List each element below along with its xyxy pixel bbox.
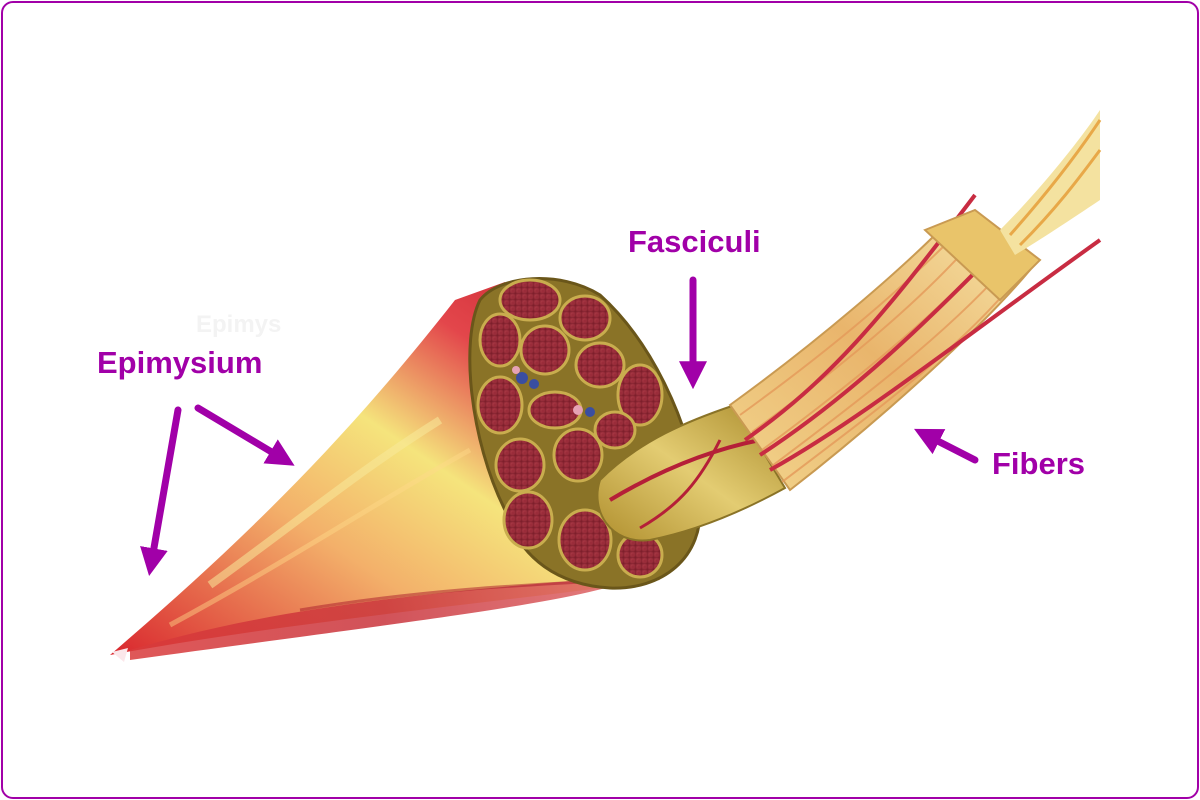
arrow-epimysium-tip <box>151 410 178 565</box>
arrow-epimysium-surface <box>198 408 285 460</box>
myofibrils <box>1000 110 1100 255</box>
fibers-label: Fibers <box>992 448 1085 479</box>
epimysium-label: Epimysium <box>97 347 262 378</box>
fiber-bundle <box>730 110 1100 490</box>
fasciculi-label: Fasciculi <box>628 226 761 257</box>
faded-watermark-label: Epimys <box>196 313 281 337</box>
arrow-fibers <box>924 434 975 460</box>
